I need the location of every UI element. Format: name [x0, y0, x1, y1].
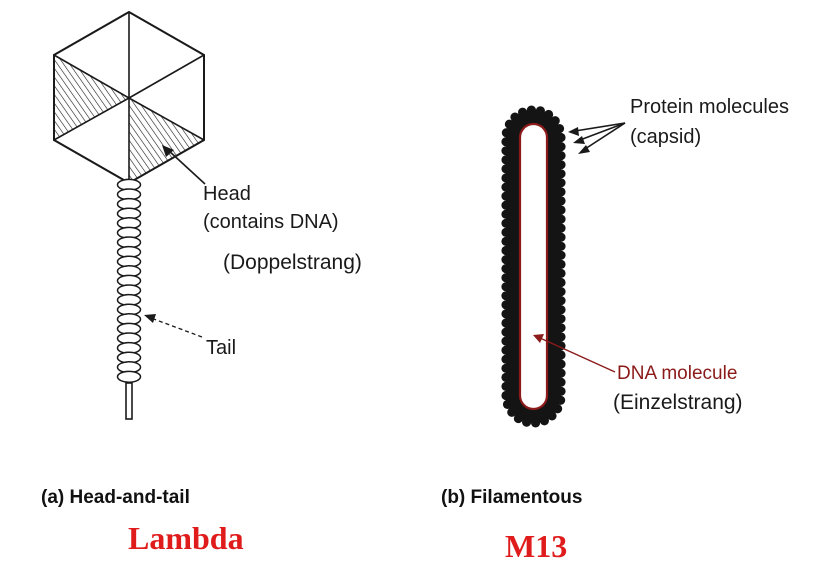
capsid-protein-bump	[501, 282, 511, 292]
phage-name-lambda: Lambda	[128, 520, 244, 556]
capsid-protein-bump	[556, 169, 566, 179]
capsid-protein-bump	[556, 314, 566, 324]
capsid-protein-bump	[556, 223, 566, 233]
capsid-protein-bump	[501, 128, 511, 138]
capsid-protein-bump	[550, 116, 560, 126]
protein-pointer-arrows	[568, 122, 626, 154]
capsid-protein-bump	[507, 407, 517, 417]
capsid-protein-bump	[501, 209, 511, 219]
capsid-protein-bump	[556, 368, 566, 378]
capsid-protein-bump	[556, 187, 566, 197]
caption-b: (b) Filamentous	[441, 487, 583, 508]
capsid-protein-bump	[556, 160, 566, 170]
capsid-protein-bump	[501, 390, 511, 401]
tail-pointer-arrow	[144, 314, 203, 338]
capsid-protein-bump	[556, 151, 566, 161]
capsid-protein-bump	[556, 350, 566, 360]
capsid-protein-bump	[556, 386, 566, 396]
tail-segment	[116, 370, 142, 383]
capsid-protein-bump	[501, 245, 511, 256]
caption-a: (a) Head-and-tail	[41, 487, 190, 508]
capsid-protein-bump	[556, 142, 566, 152]
capsid-protein-bump	[553, 404, 563, 414]
capsid-protein-bump	[556, 196, 566, 206]
capsid-protein-bump	[518, 107, 528, 117]
lambda-strand-type: (Doppelstrang)	[223, 251, 362, 274]
capsid-protein-bump	[501, 273, 511, 283]
capsid-protein-bump	[510, 112, 520, 122]
capsid-protein-bump	[501, 164, 511, 174]
capsid-protein-bump	[556, 277, 566, 288]
capsid-protein-bump	[556, 332, 566, 342]
capsid-protein-bump	[556, 287, 566, 297]
capsid-protein-bump	[501, 137, 511, 147]
capsid-protein-bump	[513, 413, 524, 424]
capsid-protein-bump	[504, 119, 514, 129]
capsid-protein-bump	[501, 309, 511, 319]
head-label: Head	[203, 183, 251, 205]
capsid-protein-bump	[556, 214, 566, 224]
capsid-protein-bump	[501, 336, 511, 346]
capsid-protein-bump	[556, 305, 566, 315]
capsid-protein-bump	[556, 395, 566, 405]
capsid-protein-bump	[556, 178, 566, 188]
capsid-protein-bump	[501, 372, 511, 382]
head-note: (contains DNA)	[203, 211, 339, 233]
capsid-protein-bump	[556, 323, 566, 333]
capsid-protein-bump	[526, 105, 537, 115]
capsid-protein-bump	[501, 236, 511, 246]
capsid-protein-bump	[501, 291, 511, 301]
phage-name-m13: M13	[505, 528, 568, 564]
tail-label: Tail	[206, 337, 237, 359]
lambda-phage-tail	[116, 178, 142, 383]
capsid-protein-bump	[501, 381, 511, 391]
capsid-protein-bump	[556, 268, 566, 278]
capsid-protein-bump	[539, 416, 550, 426]
capsid-protein-bump	[535, 106, 546, 116]
capsid-protein-bump	[544, 109, 554, 120]
capsid-protein-bump	[501, 155, 511, 165]
capsid-protein-bump	[556, 241, 566, 251]
capsid-protein-bump	[501, 200, 511, 210]
capsid-protein-bump	[501, 345, 511, 355]
m13-strand-type: (Einzelstrang)	[613, 391, 743, 414]
protein-label: Protein molecules	[630, 96, 789, 118]
capsid-protein-bump	[547, 411, 557, 421]
capsid-protein-bump	[556, 296, 566, 306]
capsid-protein-bump	[556, 232, 566, 242]
lambda-phage-head	[53, 10, 205, 185]
dna-label: DNA molecule	[617, 363, 738, 384]
capsid-protein-bump	[501, 264, 511, 274]
capsid-protein-bump	[501, 255, 511, 265]
capsid-protein-bump	[531, 418, 541, 428]
capsid-protein-bump	[501, 182, 511, 192]
capsid-protein-bump	[554, 124, 565, 134]
capsid-protein-bump	[556, 259, 566, 269]
capsid-protein-bump	[501, 146, 511, 156]
capsid-protein-bump	[556, 132, 566, 143]
capsid-protein-bump	[556, 250, 566, 260]
capsid-protein-bump	[501, 227, 511, 237]
capsid-protein-bump	[501, 173, 511, 183]
m13-dna-molecule	[518, 122, 549, 411]
capsid-label: (capsid)	[630, 126, 702, 148]
capsid-protein-bump	[556, 377, 566, 387]
capsid-protein-bump	[501, 327, 511, 337]
capsid-protein-bump	[501, 300, 511, 310]
dna-pointer-line	[533, 334, 616, 373]
capsid-protein-bump	[501, 318, 511, 328]
capsid-protein-bump	[556, 205, 566, 215]
capsid-protein-bump	[501, 191, 511, 201]
capsid-protein-bump	[502, 399, 513, 409]
head-pointer-arrow	[162, 145, 206, 185]
lambda-tail-fiber	[125, 382, 133, 420]
capsid-protein-bump	[501, 218, 511, 228]
capsid-protein-bump	[556, 359, 566, 369]
capsid-protein-bump	[522, 417, 532, 427]
capsid-protein-bump	[501, 363, 511, 373]
capsid-protein-bump	[501, 354, 511, 364]
